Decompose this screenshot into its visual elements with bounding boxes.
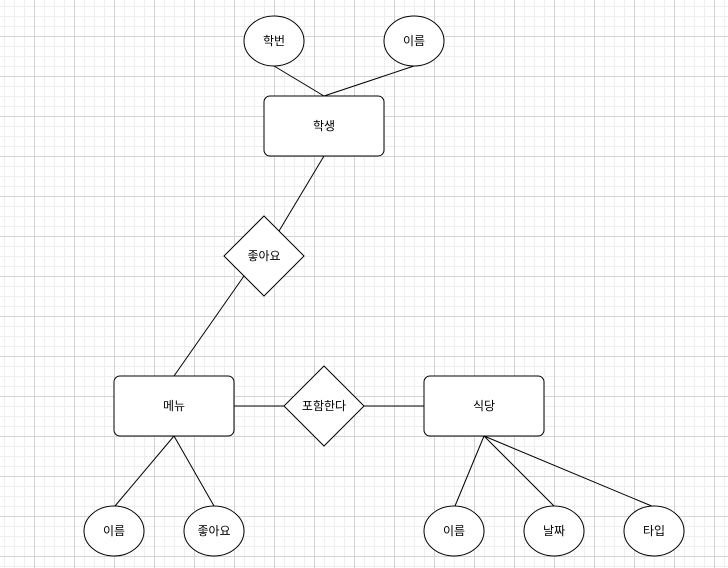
entity-restaurant[interactable]: 식당	[423, 375, 545, 437]
edge-student-likes	[278, 155, 325, 232]
attribute-menu-likes-label: 좋아요	[197, 524, 230, 538]
relationship-includes[interactable]: 포함한다	[283, 365, 365, 447]
edge-menu-name	[114, 435, 175, 507]
attribute-student-id[interactable]: 학번	[243, 15, 305, 67]
edge-menu-likes	[173, 435, 215, 507]
attribute-restaurant-type-label: 타입	[643, 524, 665, 538]
entity-restaurant-label: 식당	[473, 399, 495, 413]
entity-menu-label: 메뉴	[163, 399, 185, 413]
attribute-restaurant-name[interactable]: 이름	[423, 505, 485, 557]
attribute-restaurant-type[interactable]: 타입	[623, 505, 685, 557]
attribute-menu-name[interactable]: 이름	[83, 505, 145, 557]
attribute-student-name[interactable]: 이름	[383, 15, 445, 67]
entity-student[interactable]: 학생	[263, 95, 385, 157]
connectors	[114, 65, 655, 508]
attribute-student-name-label: 이름	[403, 34, 425, 48]
attribute-restaurant-name-label: 이름	[443, 524, 465, 538]
relationship-likes[interactable]: 좋아요	[223, 215, 305, 297]
edge-restaurant-name	[454, 435, 485, 507]
attribute-student-id-label: 학번	[263, 34, 285, 48]
relationship-includes-label: 포함한다	[302, 399, 346, 413]
relationship-likes-label: 좋아요	[247, 249, 280, 263]
attribute-restaurant-date[interactable]: 날짜	[523, 505, 585, 557]
edge-restaurant-type	[483, 435, 655, 508]
entity-menu[interactable]: 메뉴	[113, 375, 235, 437]
attribute-restaurant-date-label: 날짜	[543, 524, 565, 538]
attribute-menu-likes[interactable]: 좋아요	[183, 505, 245, 557]
edge-student-id	[273, 65, 325, 97]
attribute-menu-name-label: 이름	[103, 524, 125, 538]
edge-likes-menu	[173, 275, 245, 377]
edge-student-name	[323, 65, 415, 97]
entity-student-label: 학생	[313, 119, 335, 133]
edge-restaurant-date	[483, 435, 555, 507]
